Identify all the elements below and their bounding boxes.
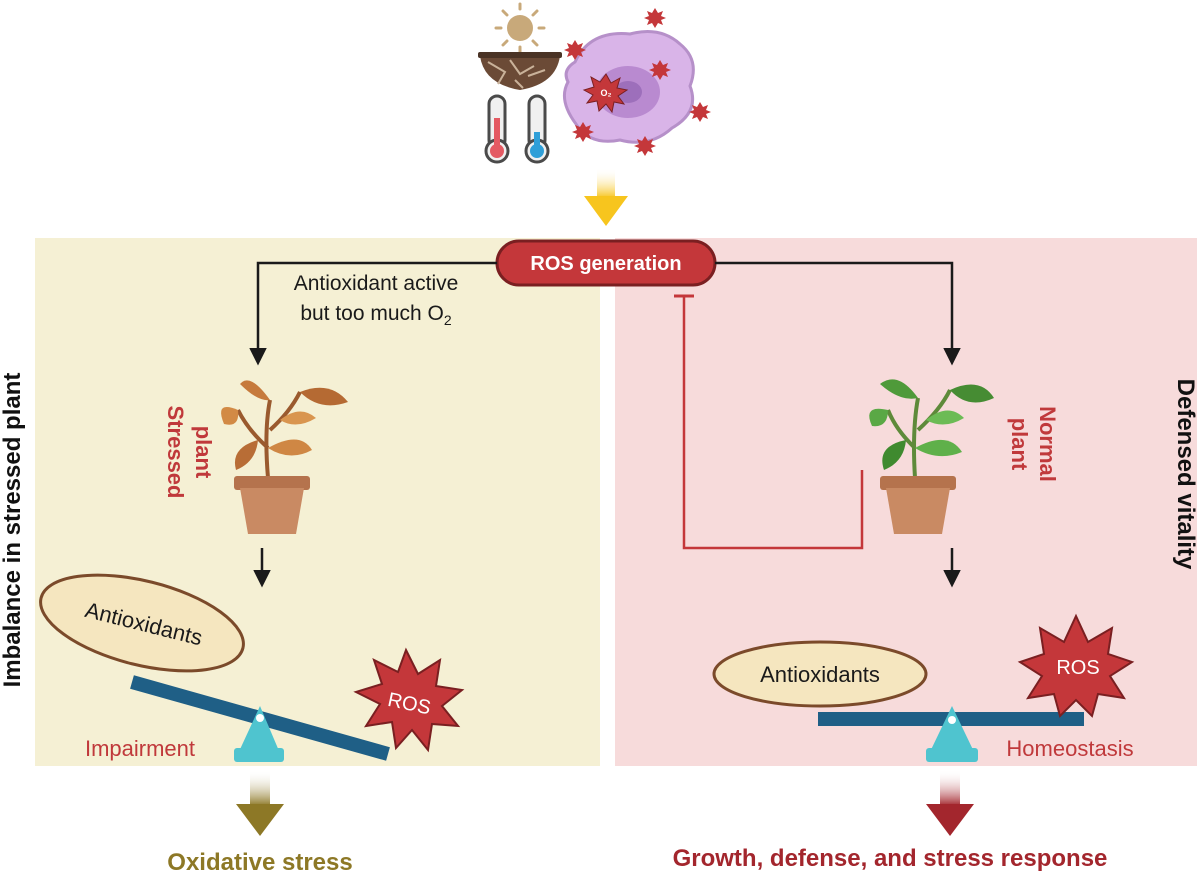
left-side-title: Imbalance in stressed plant: [0, 373, 26, 688]
ros-generation-pill: ROS generation: [495, 239, 717, 287]
ros-burst-right: ROS: [1017, 613, 1135, 718]
dry-soil-icon: [478, 52, 562, 90]
impairment-label: Impairment: [85, 736, 195, 761]
cell-ros-label: O₂: [601, 88, 612, 98]
antioxidants-right-label: Antioxidants: [760, 662, 880, 687]
right-branch-connector: [715, 261, 961, 366]
homeostasis-label: Homeostasis: [1006, 736, 1133, 761]
normal-plant-label-line1: Normal: [1035, 406, 1060, 482]
right-side-title: Defensed vitality: [1172, 379, 1199, 570]
stressed-plant-icon: [221, 380, 348, 534]
left-branch-label-line2: but too much O2: [300, 302, 452, 328]
normal-plant-icon: [869, 379, 994, 534]
antioxidants-ellipse-left: Antioxidants: [39, 573, 245, 673]
right-seesaw: [818, 706, 1084, 762]
ros-right-label: ROS: [1056, 657, 1099, 679]
olive-down-arrow: [236, 770, 284, 836]
hot-thermometer-icon: [484, 94, 510, 164]
inhibition-connector: [682, 296, 864, 550]
stressed-plant-label-line2: plant: [191, 426, 216, 479]
ros-small-bursts: [564, 8, 711, 156]
stressed-plant-label-line1: Stressed: [163, 406, 188, 499]
left-seesaw: [130, 675, 390, 762]
ros-burst-left: ROS: [353, 647, 465, 753]
cold-thermometer-icon: [524, 94, 550, 164]
antioxidants-ellipse-right: Antioxidants: [712, 640, 928, 708]
growth-response-label: Growth, defense, and stress response: [673, 845, 1108, 872]
ros-burst-icon-cell: O₂: [582, 73, 629, 114]
red-down-arrow: [926, 770, 974, 836]
left-branch-connector: [249, 261, 497, 366]
left-panel: [35, 238, 600, 766]
normal-plant-label-line2: plant: [1007, 418, 1032, 471]
sun-icon: [494, 2, 546, 54]
oxidative-stress-label: Oxidative stress: [167, 849, 352, 876]
ros-generation-label: ROS generation: [530, 253, 681, 275]
yellow-down-arrow: [584, 168, 628, 226]
left-branch-label-line1: Antioxidant active: [294, 272, 459, 295]
